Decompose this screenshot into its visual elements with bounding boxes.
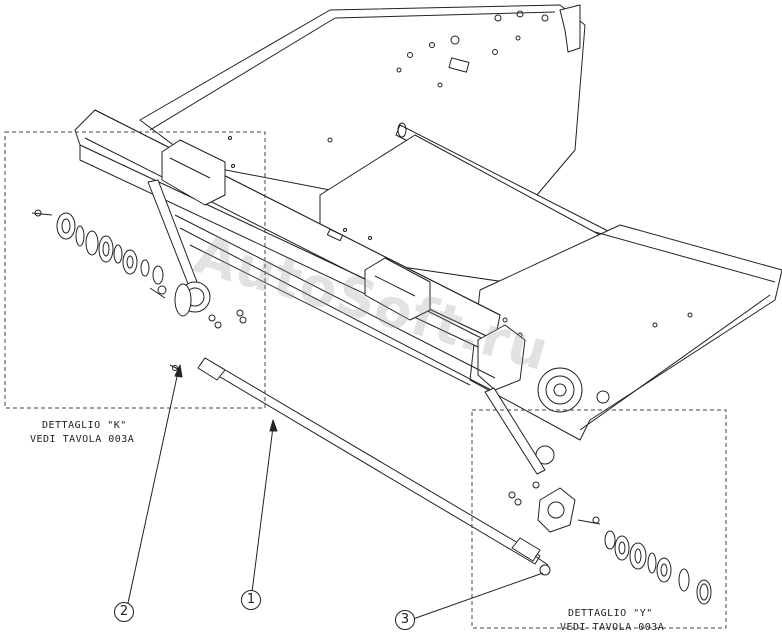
left-bearing-stack bbox=[31, 209, 166, 299]
leader-2 bbox=[127, 371, 179, 604]
drive-shaft bbox=[169, 357, 551, 576]
detail-y-label-line1: DETTAGLIO "Y" bbox=[568, 608, 653, 619]
detail-y-label-line2: VEDI TAVOLA 003A bbox=[560, 622, 665, 633]
callout-3: 3 bbox=[395, 610, 415, 630]
detail-k-box bbox=[4, 131, 266, 409]
plate-holes bbox=[327, 10, 549, 143]
left-hub bbox=[157, 281, 247, 329]
right-hub bbox=[508, 367, 583, 533]
detail-k-label-line2: VEDI TAVOLA 003A bbox=[30, 434, 135, 445]
right-bearing-stack bbox=[577, 516, 712, 605]
detail-k-label-line1: DETTAGLIO "K" bbox=[42, 420, 127, 431]
detail-y-box bbox=[471, 409, 727, 629]
callout-1: 1 bbox=[241, 590, 261, 610]
leader-3 bbox=[412, 572, 544, 620]
callout-2: 2 bbox=[114, 602, 134, 622]
frame-assembly bbox=[74, 4, 782, 475]
leader-1 bbox=[251, 426, 274, 593]
